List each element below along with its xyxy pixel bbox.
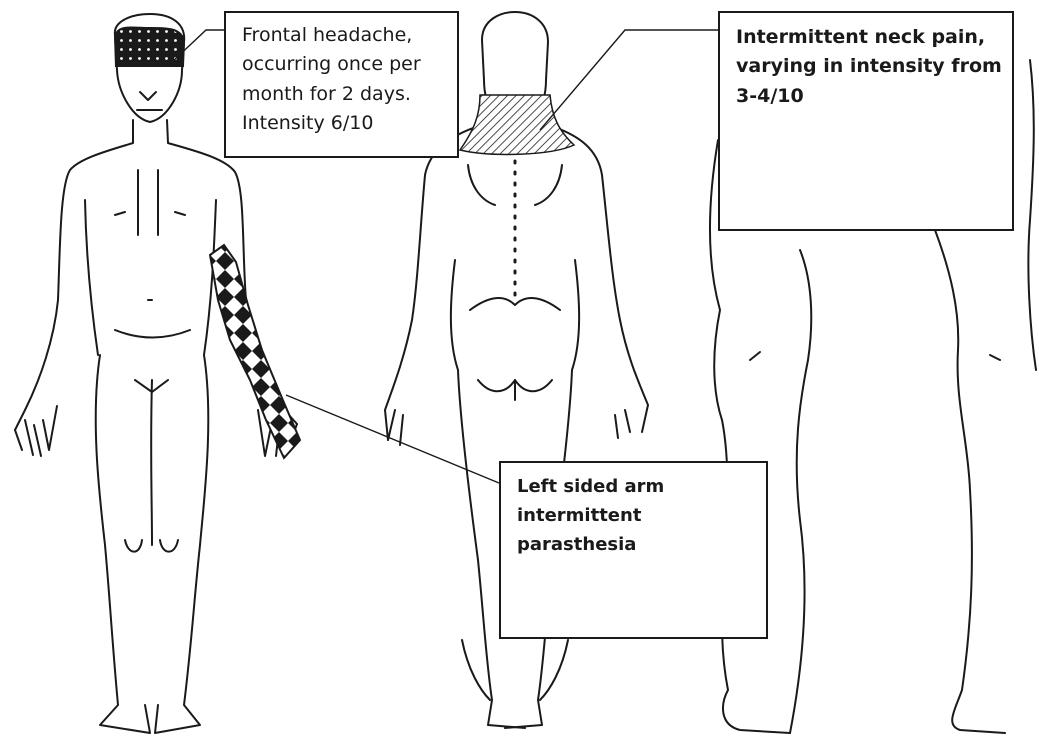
neck-pain-callout: Intermittent neck pain, varying in inten…	[718, 11, 1014, 231]
neck-pain-text: Intermittent neck pain, varying in inten…	[736, 26, 1002, 107]
headache-callout: Frontal headache, occurring once per mon…	[224, 11, 459, 158]
leader-line-arm	[286, 395, 499, 483]
neck-pain-region	[460, 95, 574, 154]
headache-text: Frontal headache, occurring once per mon…	[242, 24, 421, 134]
arm-paresthesia-region	[210, 245, 300, 458]
arm-paresthesia-callout: Left sided arm intermittent parasthesia	[499, 461, 768, 639]
arm-paresthesia-text: Left sided arm intermittent parasthesia	[517, 476, 664, 555]
leader-line-neck	[540, 30, 718, 130]
